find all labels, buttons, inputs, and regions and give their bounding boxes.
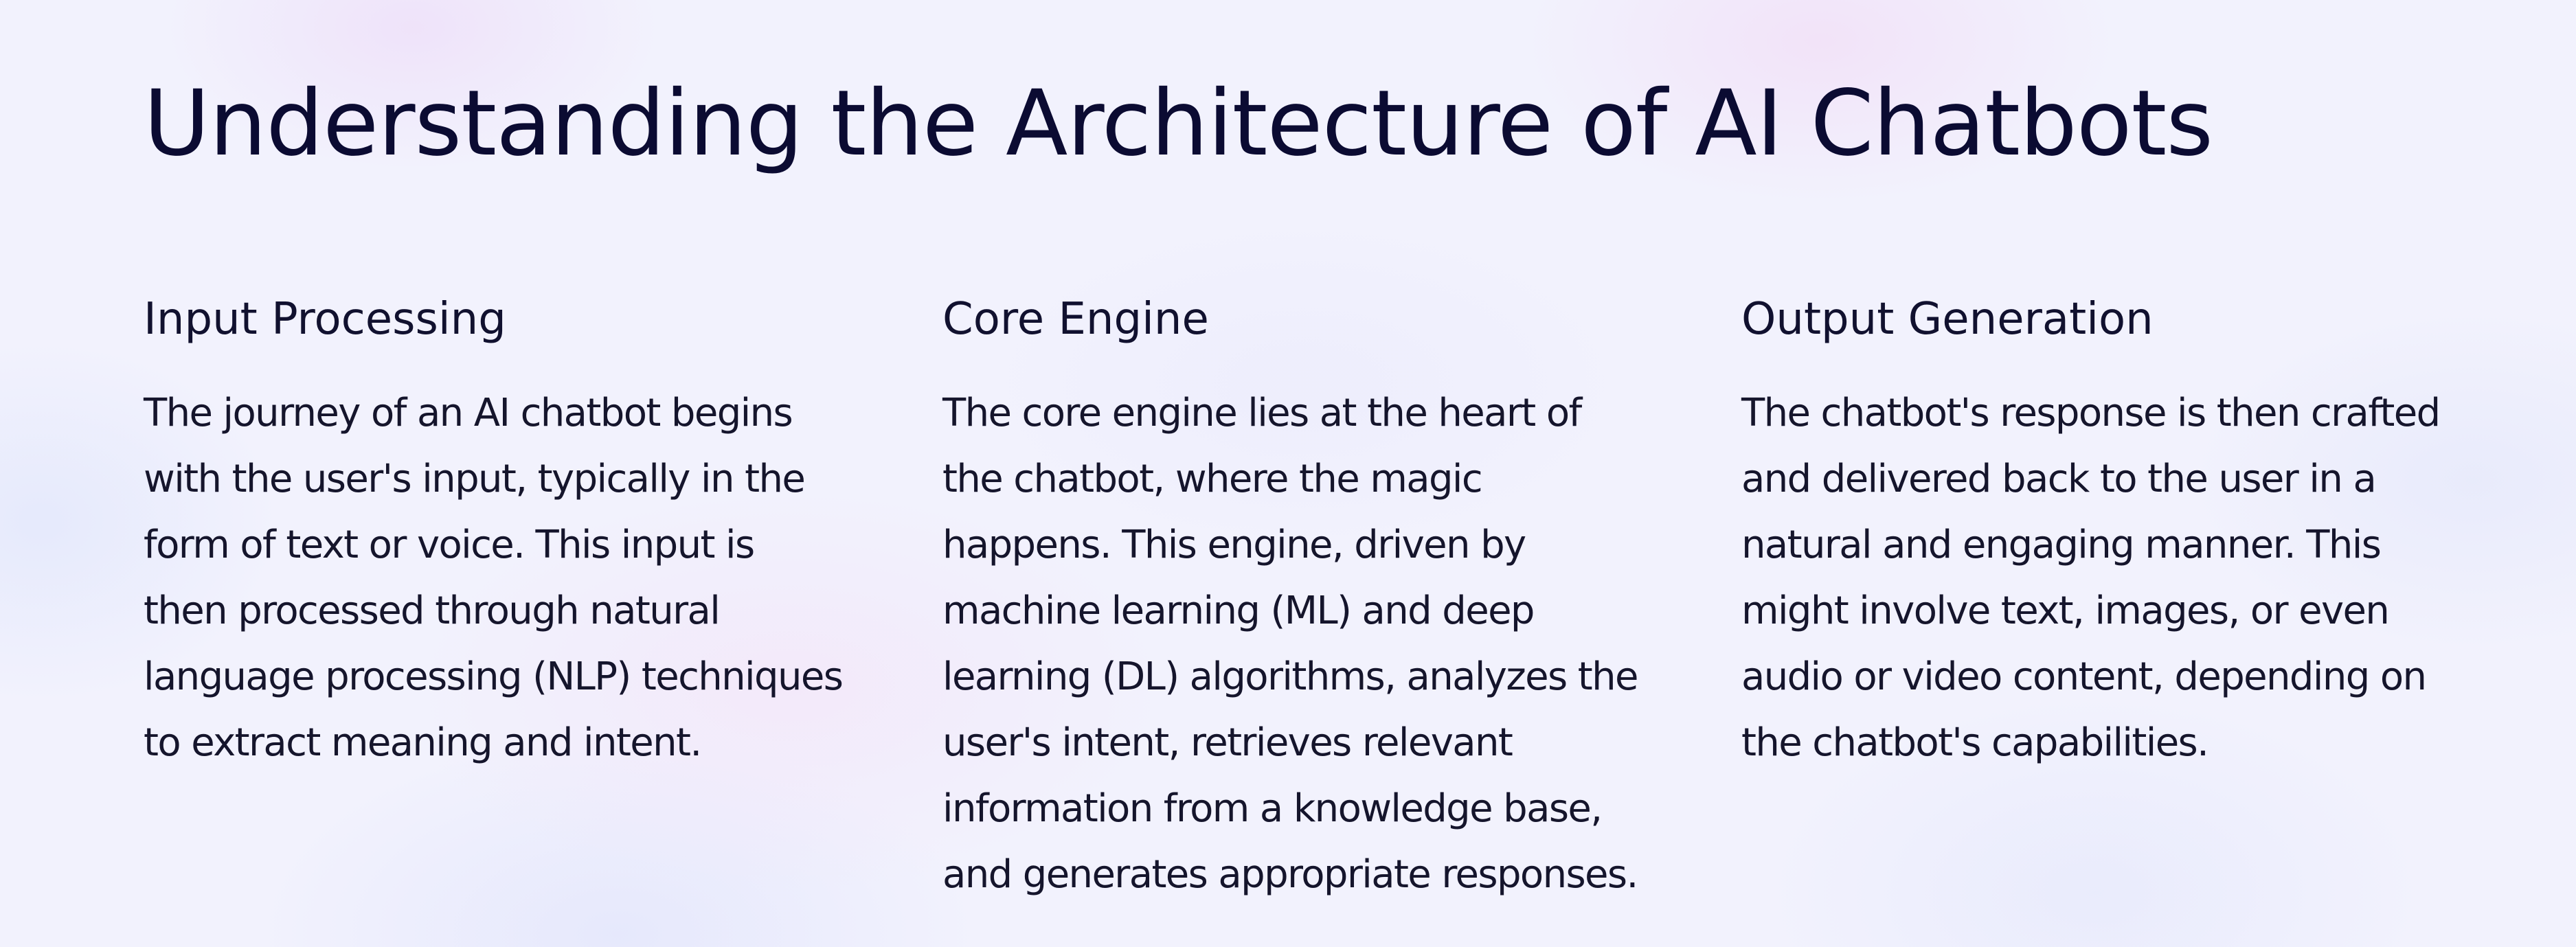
section-columns: Input Processing The journey of an AI ch… [144, 282, 2441, 920]
section-input-processing: Input Processing The journey of an AI ch… [144, 282, 844, 776]
section-output-generation: Output Generation The chatbot's response… [1741, 282, 2442, 776]
section-heading-output-generation: Output Generation [1741, 294, 2154, 345]
section-body-input-processing: The journey of an AI chatbot begins with… [144, 391, 844, 765]
page-title: Understanding the Architecture of AI Cha… [144, 71, 2213, 176]
section-core-engine: Core Engine The core engine lies at the … [942, 282, 1643, 908]
section-body-output-generation: The chatbot's response is then crafted a… [1741, 391, 2441, 765]
section-heading-core-engine: Core Engine [942, 294, 1209, 345]
section-heading-input-processing: Input Processing [144, 294, 506, 345]
section-body-core-engine: The core engine lies at the heart of the… [942, 391, 1638, 897]
